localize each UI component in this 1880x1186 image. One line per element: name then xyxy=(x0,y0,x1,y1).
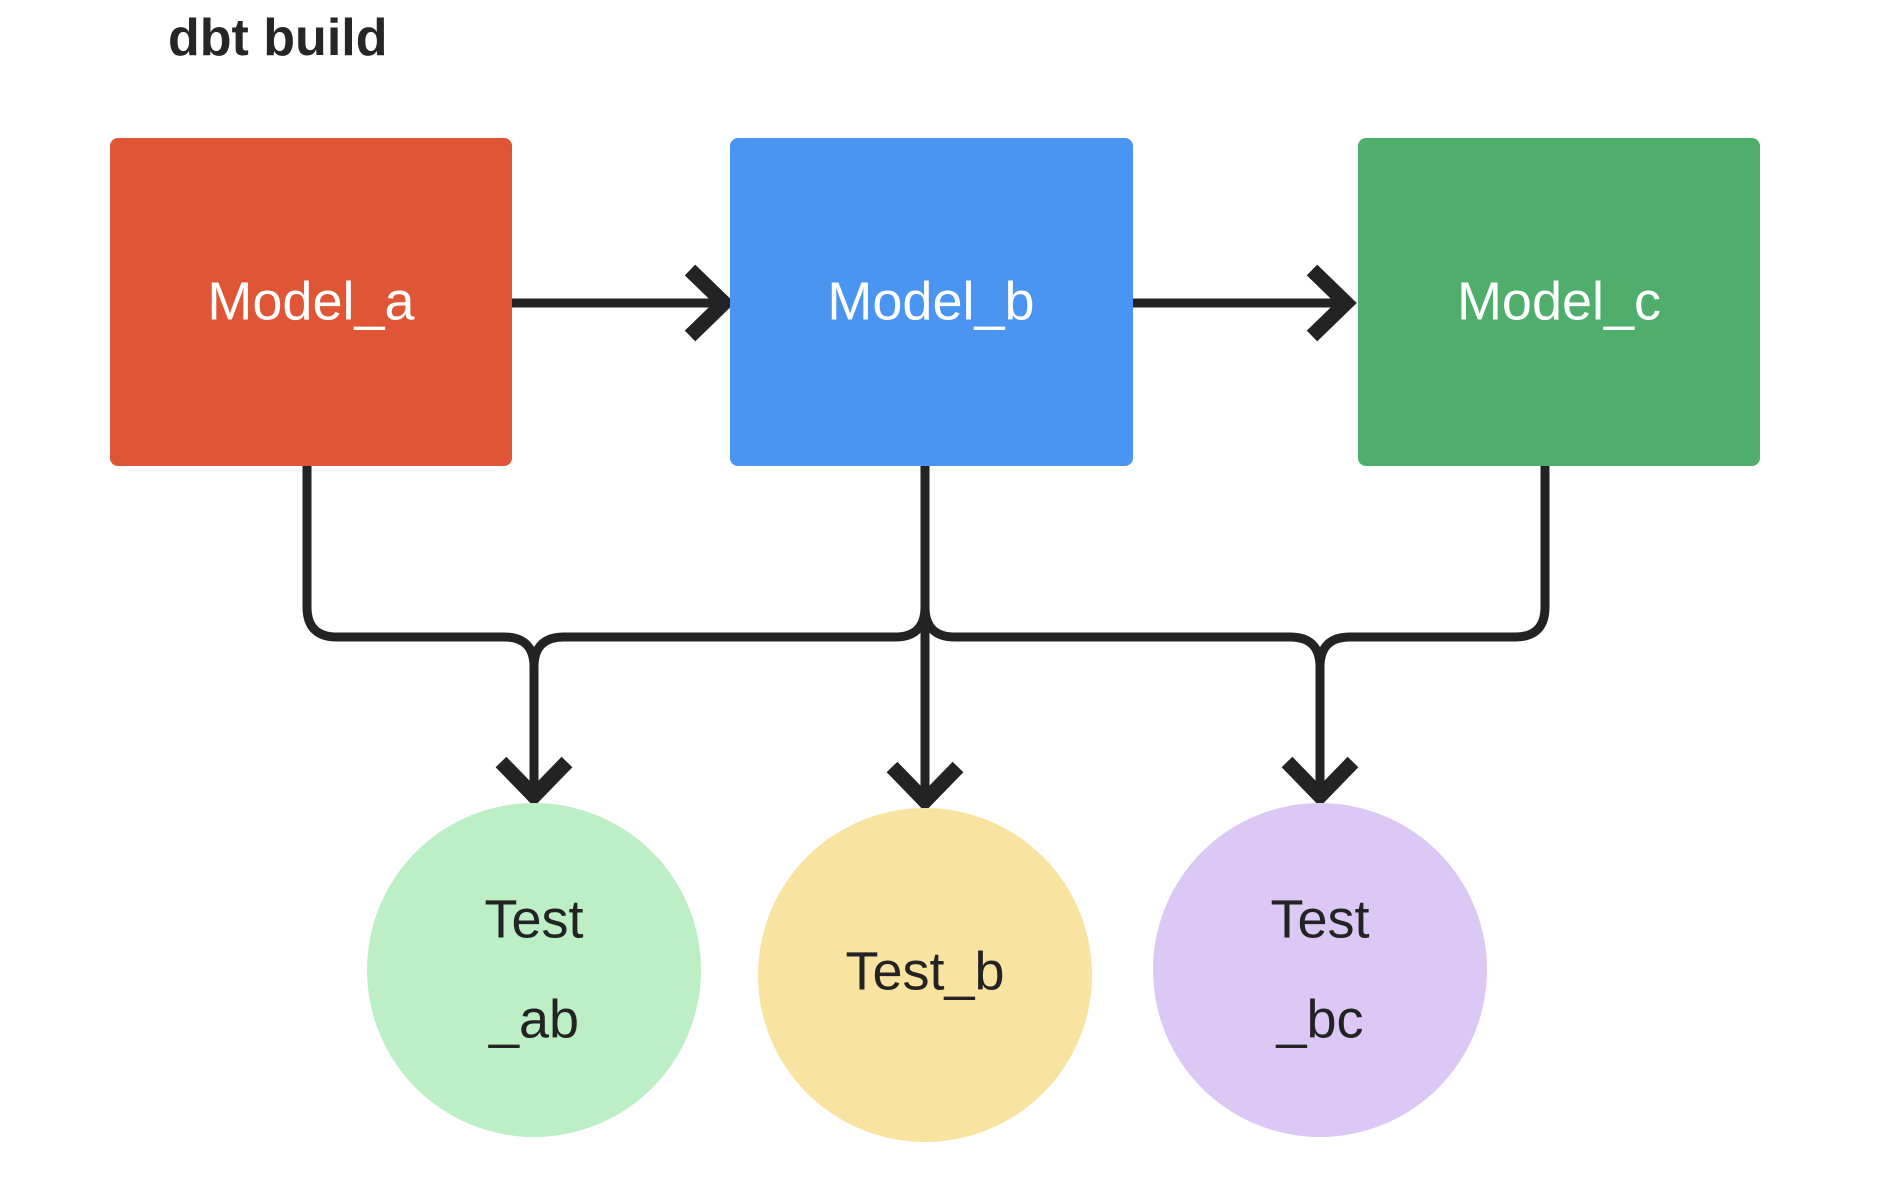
node-test-b[interactable]: Test_b xyxy=(758,808,1092,1142)
node-model-b[interactable]: Model_b xyxy=(730,138,1133,466)
node-test-ab-shape[interactable] xyxy=(367,803,701,1137)
node-test-ab-label-line2: _ab xyxy=(488,989,579,1049)
page-title: dbt build xyxy=(168,9,387,67)
edge-model-c-to-test-bc xyxy=(1281,466,1550,807)
node-model-c-label: Model_c xyxy=(1457,271,1661,331)
node-model-c[interactable]: Model_c xyxy=(1358,138,1760,466)
edge-model-b-to-test-bc xyxy=(920,466,1325,795)
node-model-a-shape[interactable] xyxy=(110,138,512,466)
edge-model-b-to-test-ab xyxy=(529,466,930,795)
node-model-b-label: Model_b xyxy=(827,271,1034,331)
node-test-ab[interactable]: Test _ab xyxy=(367,803,701,1137)
edge-layer xyxy=(302,264,1550,812)
model-node-layer: Model_a Model_b Model_c xyxy=(110,138,1760,466)
test-node-layer: Test _ab Test_b Test _bc xyxy=(367,803,1487,1142)
node-test-bc[interactable]: Test _bc xyxy=(1153,803,1487,1137)
node-model-a[interactable]: Model_a xyxy=(110,138,512,466)
node-test-bc-label-line2: _bc xyxy=(1275,989,1363,1049)
node-test-bc-label-line1: Test xyxy=(1270,889,1369,949)
node-test-bc-shape[interactable] xyxy=(1153,803,1487,1137)
node-test-b-label: Test_b xyxy=(845,941,1004,1001)
node-model-c-shape[interactable] xyxy=(1358,138,1760,466)
edge-model-b-to-model-c xyxy=(1133,264,1357,342)
edge-model-a-to-test-ab xyxy=(302,466,573,807)
node-model-a-label: Model_a xyxy=(207,271,415,331)
edge-model-a-to-model-b xyxy=(512,264,735,342)
node-test-b-shape[interactable] xyxy=(758,808,1092,1142)
node-model-b-shape[interactable] xyxy=(730,138,1133,466)
node-test-ab-label-line1: Test xyxy=(484,889,583,949)
